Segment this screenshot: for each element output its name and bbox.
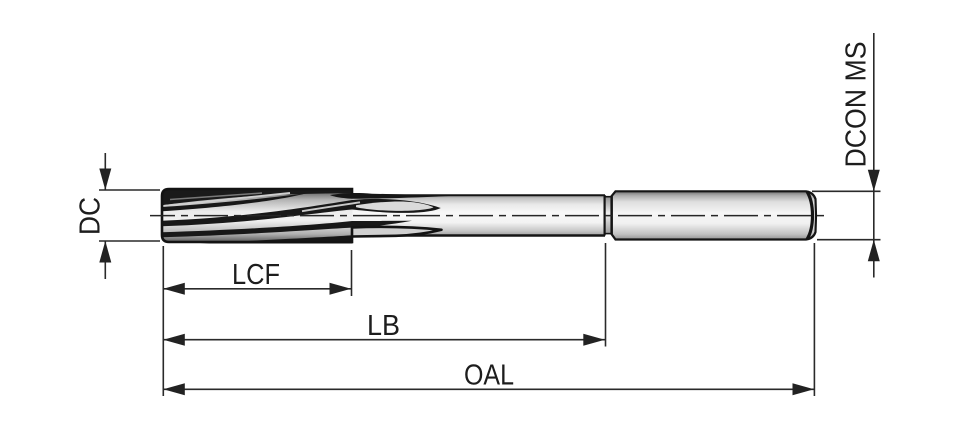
svg-text:OAL: OAL — [464, 360, 514, 392]
svg-text:DCON MS: DCON MS — [841, 42, 873, 168]
svg-text:LCF: LCF — [232, 259, 280, 291]
svg-text:LB: LB — [367, 310, 400, 342]
svg-text:DC: DC — [75, 197, 107, 235]
